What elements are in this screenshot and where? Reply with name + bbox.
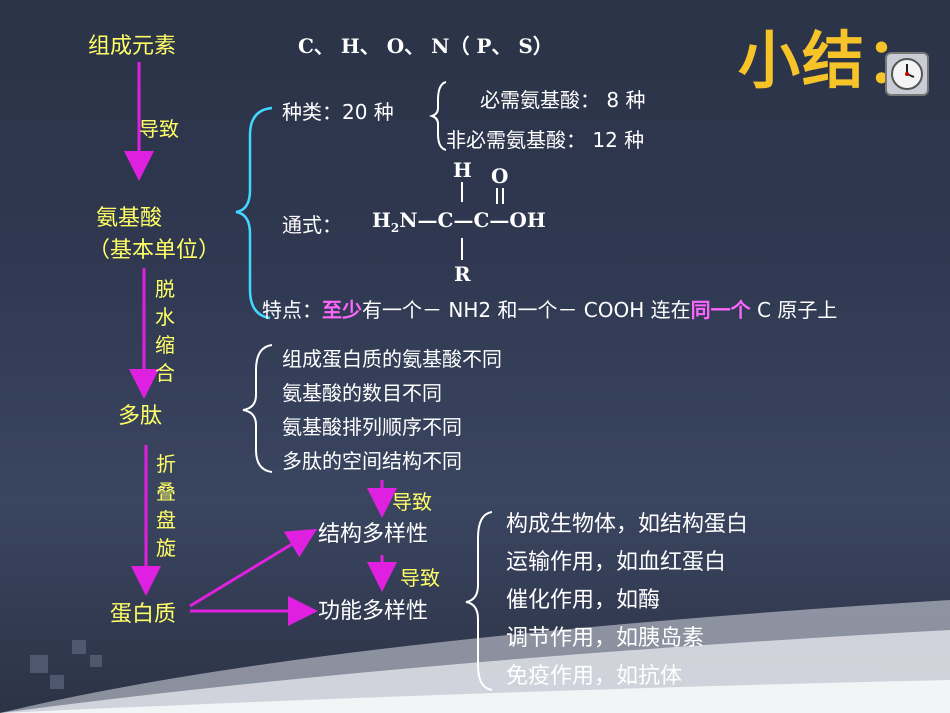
arrow-label-lead-structural: 导致 — [392, 490, 432, 514]
function-item: 免疫作用，如抗体 — [506, 664, 683, 689]
arrow-label-folding: 折叠盘旋 — [156, 452, 176, 560]
arrow-protein-to-structural — [189, 528, 318, 608]
diversity-causes-list: 组成蛋白质的氨基酸不同 氨基酸的数目不同 氨基酸排列顺序不同 多肽的空间结构不同 — [282, 342, 602, 478]
formula-top-h: H — [453, 158, 472, 182]
function-item: 催化作用，如酶 — [506, 588, 661, 613]
arrow-label-dehydration: 脱水缩合 — [155, 277, 175, 385]
decor-square — [90, 655, 102, 667]
function-item: 调节作用，如胰岛素 — [506, 626, 705, 651]
basic-unit-label: （基本单位） — [88, 238, 221, 263]
function-item: 构成生物体，如结构蛋白 — [506, 512, 749, 537]
functional-diversity: 功能多样性 — [318, 599, 429, 624]
amino-acid-node: 氨基酸 — [96, 206, 163, 231]
element-node: 组成元素 — [88, 34, 177, 59]
brace-amino-info — [235, 106, 273, 320]
decor-square — [50, 675, 64, 689]
structural-diversity: 结构多样性 — [318, 522, 429, 547]
function-item: 运输作用，如血红蛋白 — [506, 550, 727, 575]
brace-functions — [465, 511, 493, 691]
arrow-label-cause: 导致 — [139, 117, 179, 141]
brace-causes — [242, 344, 273, 473]
essential-amino-acids: 必需氨基酸： 8 种 — [480, 88, 646, 112]
peptide-node: 多肽 — [118, 404, 163, 429]
formula-label: 通式： — [282, 213, 342, 237]
decor-square — [72, 640, 86, 654]
kinds-line: 种类：20 种 — [282, 100, 394, 124]
formula-top-o: O — [491, 164, 509, 188]
protein-node: 蛋白质 — [110, 602, 177, 627]
element-list: C、 H、 O、 N（ P、 S） — [298, 34, 553, 58]
cause-item: 氨基酸排列顺序不同 — [282, 415, 462, 439]
general-formula: H2N—C—C—OH — [372, 208, 546, 235]
clock-icon — [885, 52, 929, 96]
decor-square — [30, 655, 48, 673]
arrow-label-lead-functional: 导致 — [400, 566, 440, 590]
brace-kinds — [428, 81, 447, 151]
cause-item: 多肽的空间结构不同 — [282, 449, 462, 473]
feature-line: 特点：至少有一个－ NH2 和一个－ COOH 连在同一个 C 原子上 — [262, 298, 838, 322]
functions-list: 构成生物体，如结构蛋白 运输作用，如血红蛋白 催化作用，如酶 调节作用，如胰岛素… — [506, 506, 836, 696]
formula-r-group: R — [454, 262, 471, 286]
nonessential-amino-acids: 非必需氨基酸： 12 种 — [446, 128, 645, 152]
cause-item: 组成蛋白质的氨基酸不同 — [282, 347, 502, 371]
cause-item: 氨基酸的数目不同 — [282, 381, 442, 405]
